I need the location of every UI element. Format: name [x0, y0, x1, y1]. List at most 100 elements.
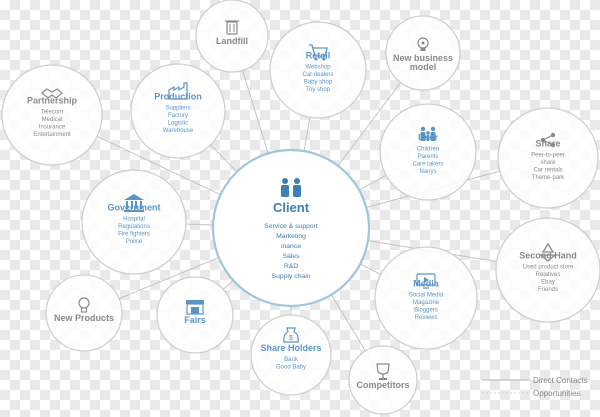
- node-item: Children: [417, 147, 439, 153]
- node-item: Bloggers: [414, 308, 438, 314]
- node-circle: [156, 276, 234, 354]
- node-item: Reviews: [415, 315, 438, 321]
- center-item: Marketing: [276, 233, 306, 240]
- legend-opportunities-label: Opportunities: [533, 389, 581, 398]
- node-item: Relatives: [536, 272, 561, 278]
- center-item: Supply chain: [272, 273, 311, 280]
- node-item: Magazine: [413, 300, 440, 306]
- node-item: Ebay: [541, 280, 555, 286]
- node-circle: [250, 314, 332, 396]
- connector-competitors: [330, 294, 366, 352]
- node-item: Good Baby: [276, 365, 306, 371]
- node-title: Government: [107, 203, 160, 213]
- node-item: Toy shop: [306, 87, 331, 93]
- money-bag-icon: $: [283, 327, 299, 343]
- node-circle: [81, 169, 187, 275]
- connector-partnership: [96, 135, 221, 196]
- node-item: Warehouse: [163, 128, 194, 134]
- node-item: Logistic: [168, 121, 188, 127]
- center-circle: [211, 148, 371, 308]
- legend: Direct Contacts Opportunities: [482, 376, 588, 398]
- center-client-node: Client Service & support Marketing inanc…: [211, 148, 371, 308]
- center-item: Sales: [282, 253, 300, 260]
- node-item: Suppliers: [165, 106, 190, 112]
- node-item: Parents: [418, 154, 439, 160]
- node-item: Entertainment: [33, 132, 71, 138]
- node-circle: [130, 63, 226, 159]
- center-item: Service & support: [264, 223, 318, 230]
- lightbulb-icon: [78, 297, 90, 313]
- connector-new-business-model: [337, 82, 402, 167]
- trophy-icon: [376, 363, 390, 380]
- node-item: Regulations: [118, 224, 150, 230]
- node-title: Second Hand: [519, 251, 577, 261]
- recycle-icon: [539, 242, 557, 262]
- share-icon: [540, 132, 556, 148]
- node-item: Telecom: [41, 110, 63, 116]
- node-item: Webshop: [305, 65, 331, 71]
- government-building-icon: [124, 194, 144, 212]
- node-item: Social Media: [409, 293, 444, 299]
- node-title: New Products: [54, 313, 114, 323]
- node-title: Media: [413, 279, 440, 289]
- connector-new-products: [119, 257, 219, 300]
- node-item: Peer-to-peer: [531, 153, 565, 159]
- node-circle: [195, 0, 269, 73]
- node-item: Friends: [538, 287, 558, 293]
- family-icon: [420, 126, 436, 141]
- node-item: Insurance: [39, 125, 66, 131]
- node-title: Production: [154, 92, 202, 102]
- node-title: Share: [535, 139, 560, 149]
- node-circle: [269, 21, 367, 119]
- node-title: Partnership: [27, 96, 78, 106]
- node-circle: [385, 15, 461, 91]
- connector-landfill: [242, 70, 269, 154]
- node-title: User: [418, 133, 439, 143]
- node-item: Car dealers: [302, 72, 333, 78]
- connector-retail: [303, 117, 311, 152]
- node-landfill: Landfill: [195, 0, 269, 73]
- handshake-icon: [41, 88, 63, 99]
- node-item: Care takers: [412, 162, 443, 168]
- node-competitors: Competitors: [348, 345, 418, 415]
- node-new-products: New Products: [45, 274, 123, 352]
- node-title: Landfill: [216, 36, 248, 46]
- node-title: Retail: [306, 51, 331, 61]
- center-item: inance: [281, 243, 301, 250]
- node-circle: [379, 103, 477, 201]
- client-icon: [281, 178, 301, 197]
- node-production: ProductionSuppliersFactoryLogisticWareho…: [130, 63, 226, 159]
- svg-text:$: $: [289, 335, 293, 342]
- node-item: Medical: [42, 117, 63, 123]
- node-item: Police: [126, 239, 143, 245]
- node-item: Theme-park: [532, 175, 565, 181]
- node-title: Competitors: [356, 380, 409, 390]
- node-item: Baby shop: [304, 80, 333, 86]
- center-title: Client: [273, 200, 310, 215]
- node-item: Used product store: [523, 265, 574, 271]
- node-title: Share Holders: [260, 343, 321, 353]
- node-item: Hospital: [123, 217, 145, 223]
- node-partnership: PartnershipTelecomMedicalInsuranceEntert…: [1, 64, 103, 166]
- center-item: R&D: [284, 263, 298, 270]
- node-item: Nanys: [419, 169, 436, 175]
- node-fairs: Fairs: [156, 276, 234, 354]
- node-circle: [497, 107, 599, 209]
- node-item: Fire fighters: [118, 232, 150, 238]
- connector-production: [210, 144, 238, 173]
- node-circle: [495, 217, 600, 323]
- factory-icon: [168, 82, 188, 100]
- node-circle: [374, 246, 478, 350]
- connector-government: [185, 223, 214, 226]
- node-circle: [1, 64, 103, 166]
